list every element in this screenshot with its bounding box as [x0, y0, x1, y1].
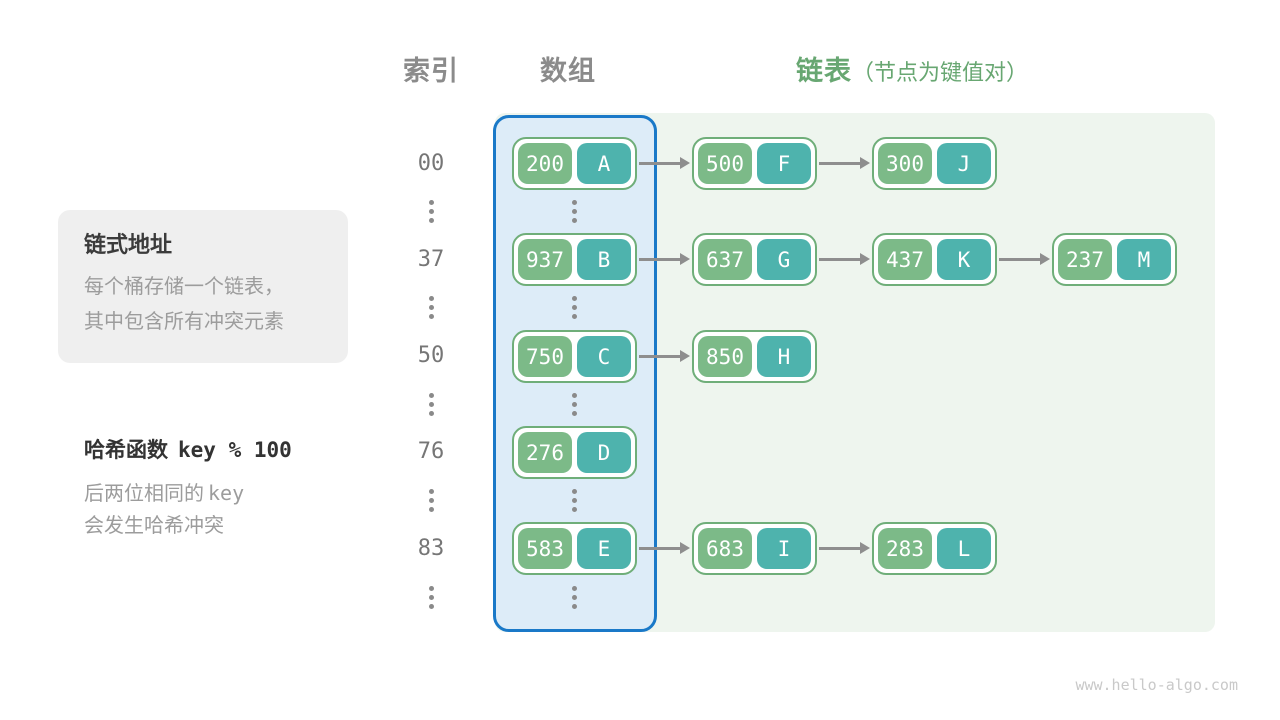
node-key: 437 — [878, 239, 932, 280]
node-key: 583 — [518, 528, 572, 569]
bucket-node: 200 A — [512, 137, 637, 190]
ellipsis-icon — [428, 489, 434, 512]
arrow-icon — [639, 542, 690, 554]
node-value: E — [577, 528, 631, 569]
node-value: H — [757, 336, 811, 377]
chain-node: 237 M — [1052, 233, 1177, 286]
hash-note-line: 会发生哈希冲突 — [84, 515, 224, 537]
node-key: 276 — [518, 432, 572, 473]
node-key: 283 — [878, 528, 932, 569]
bucket-node: 750 C — [512, 330, 637, 383]
ellipsis-icon — [571, 489, 577, 512]
arrow-icon — [819, 253, 870, 265]
node-value: J — [937, 143, 991, 184]
node-key: 683 — [698, 528, 752, 569]
arrow-icon — [639, 157, 690, 169]
node-value: C — [577, 336, 631, 377]
watermark: www.hello-algo.com — [1075, 676, 1238, 694]
node-value: B — [577, 239, 631, 280]
node-key: 200 — [518, 143, 572, 184]
node-value: A — [577, 143, 631, 184]
note-box-line: 每个桶存储一个链表， — [84, 276, 284, 298]
bucket-node: 937 B — [512, 233, 637, 286]
chain-node: 300 J — [872, 137, 997, 190]
note-box-line: 其中包含所有冲突元素 — [84, 311, 284, 333]
node-key: 750 — [518, 336, 572, 377]
chain-node: 637 G — [692, 233, 817, 286]
array-column-header: 数组 — [540, 56, 596, 86]
node-value: I — [757, 528, 811, 569]
chain-node: 500 F — [692, 137, 817, 190]
ellipsis-icon — [571, 200, 577, 223]
arrow-icon — [999, 253, 1050, 265]
ellipsis-icon — [428, 296, 434, 319]
node-value: L — [937, 528, 991, 569]
index-label: 37 — [417, 247, 445, 272]
bucket-node: 583 E — [512, 522, 637, 575]
index-label: 83 — [417, 536, 445, 561]
node-value: F — [757, 143, 811, 184]
chain-node: 283 L — [872, 522, 997, 575]
node-key: 637 — [698, 239, 752, 280]
ellipsis-icon — [571, 296, 577, 319]
ellipsis-icon — [571, 393, 577, 416]
chain-node: 437 K — [872, 233, 997, 286]
index-label: 76 — [417, 439, 445, 464]
hash-function-title: 哈希函数 key % 100 — [84, 437, 404, 464]
node-key: 300 — [878, 143, 932, 184]
node-value: D — [577, 432, 631, 473]
ellipsis-icon — [428, 200, 434, 223]
note-box: 链式地址 每个桶存储一个链表， 其中包含所有冲突元素 — [58, 210, 348, 363]
note-box-title: 链式地址 — [84, 232, 173, 257]
list-header-note: （节点为键值对） — [852, 60, 1029, 85]
hash-function-label: 哈希函数 — [84, 439, 168, 462]
ellipsis-icon — [428, 393, 434, 416]
ellipsis-icon — [571, 586, 577, 609]
arrow-icon — [819, 157, 870, 169]
arrow-icon — [639, 350, 690, 362]
node-key: 500 — [698, 143, 752, 184]
index-label: 50 — [417, 343, 445, 368]
hash-note-line2-text: 后两位相同的 — [84, 483, 204, 505]
node-value: M — [1117, 239, 1171, 280]
list-column-header: 链表（节点为键值对） — [796, 56, 1028, 91]
index-column-header: 索引 — [403, 56, 459, 86]
chain-node: 850 H — [692, 330, 817, 383]
list-header-title: 链表 — [796, 56, 852, 86]
bucket-node: 276 D — [512, 426, 637, 479]
index-label: 00 — [417, 151, 445, 176]
node-key: 237 — [1058, 239, 1112, 280]
hash-note-line2-code: key — [208, 481, 245, 505]
hash-function-code: key % 100 — [178, 438, 292, 462]
node-value: G — [757, 239, 811, 280]
node-value: K — [937, 239, 991, 280]
node-key: 850 — [698, 336, 752, 377]
ellipsis-icon — [428, 586, 434, 609]
arrow-icon — [639, 253, 690, 265]
node-key: 937 — [518, 239, 572, 280]
chain-node: 683 I — [692, 522, 817, 575]
arrow-icon — [819, 542, 870, 554]
